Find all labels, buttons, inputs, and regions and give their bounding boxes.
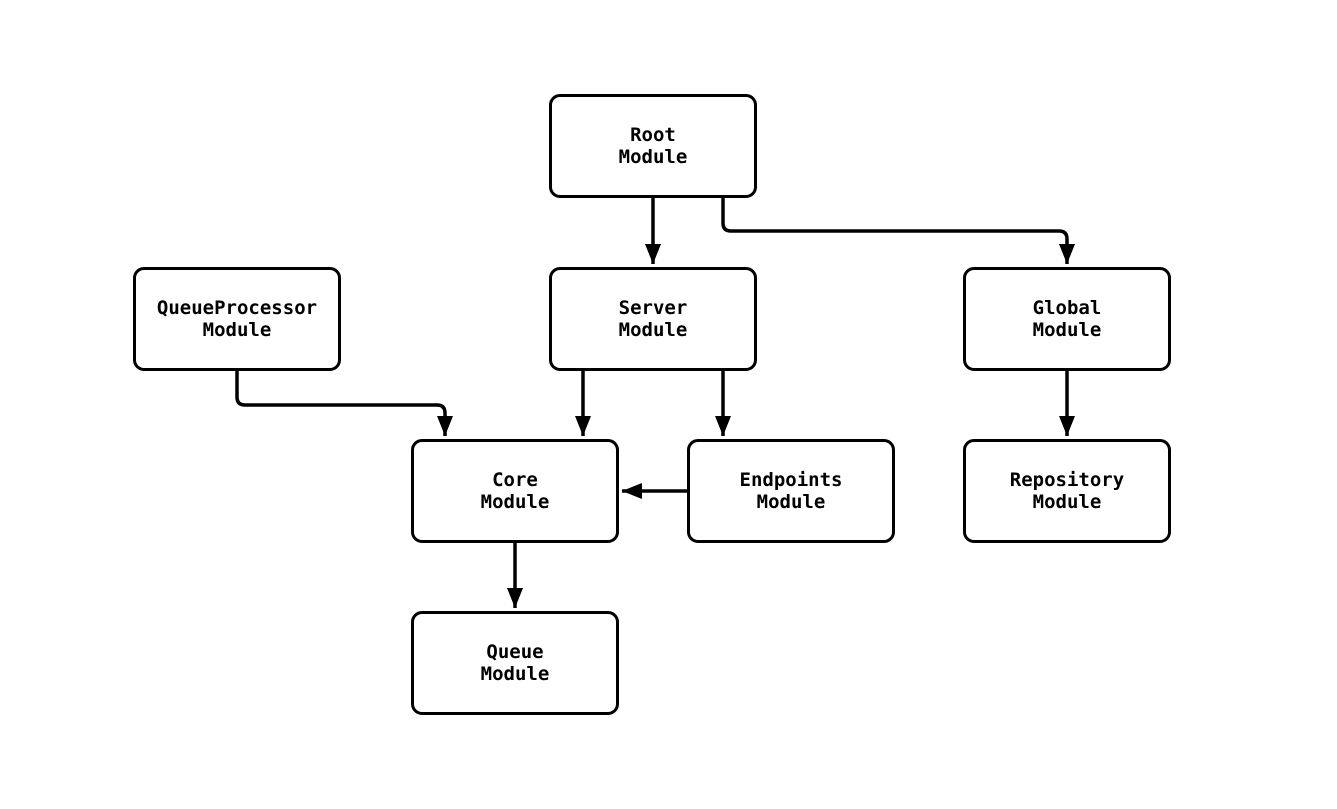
edge-root-to-global [721, 198, 1075, 264]
node-global-module: Global Module [963, 267, 1171, 371]
node-label-line: QueueProcessor [156, 297, 318, 319]
node-label-line: Module [480, 491, 550, 513]
node-label-line: Root [630, 124, 676, 146]
node-label-line: Global [1032, 297, 1102, 319]
node-label-line: Module [202, 319, 272, 341]
node-root-module: Root Module [549, 94, 757, 198]
node-server-module: Server Module [549, 267, 757, 371]
node-endpoints-module: Endpoints Module [687, 439, 895, 543]
edge-queueprocessor-to-core [235, 371, 453, 436]
node-repository-module: Repository Module [963, 439, 1171, 543]
node-label-line: Repository [1009, 469, 1125, 491]
node-label-line: Module [756, 491, 826, 513]
node-label-line: Module [480, 663, 550, 685]
node-queue-module: Queue Module [411, 611, 619, 715]
node-label-line: Endpoints [739, 469, 843, 491]
node-core-module: Core Module [411, 439, 619, 543]
node-label-line: Module [1032, 491, 1102, 513]
node-label-line: Module [618, 146, 688, 168]
node-label-line: Server [618, 297, 688, 319]
node-queueprocessor-module: QueueProcessor Module [133, 267, 341, 371]
node-label-line: Module [618, 319, 688, 341]
node-label-line: Core [492, 469, 538, 491]
node-label-line: Module [1032, 319, 1102, 341]
node-label-line: Queue [486, 641, 544, 663]
